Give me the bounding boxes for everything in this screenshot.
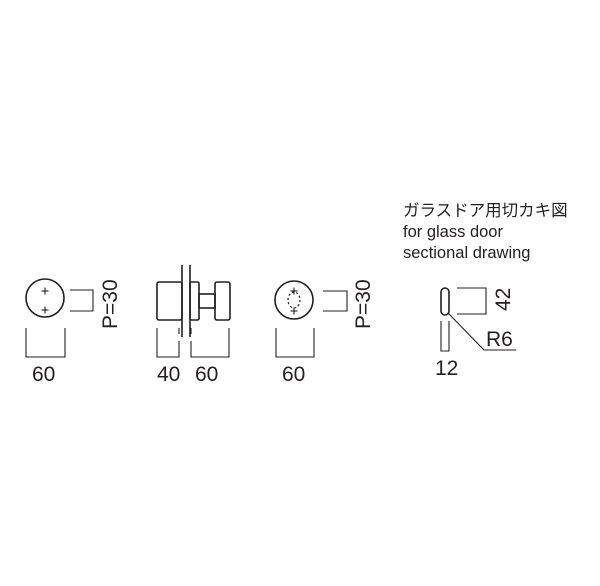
height-label: 42	[492, 288, 515, 311]
left-rosette	[156, 281, 183, 321]
pitch-dimension-line	[323, 290, 348, 312]
cutout-slot	[440, 287, 450, 316]
width-dimension-line	[25, 328, 66, 358]
pitch-label: P=30	[99, 279, 122, 329]
right-base-plate	[189, 281, 200, 321]
screw-icon	[41, 287, 49, 295]
cutout-title-en-line1: for glass door	[403, 223, 503, 241]
width-label: 60	[282, 363, 305, 386]
cutout-title-jp: ガラスドア用切カキ図	[403, 201, 568, 220]
cutout-title-en-line2: sectional drawing	[403, 244, 531, 262]
knob-stem	[198, 293, 216, 309]
width-label: 60	[32, 363, 55, 386]
width-dimension-line	[275, 328, 315, 358]
left-width-label: 40	[157, 363, 180, 386]
side-view: 40 60	[156, 265, 231, 386]
right-width-label: 60	[195, 363, 218, 386]
screw-icon	[290, 287, 298, 295]
width-label: 12	[435, 357, 458, 380]
front-view-1: P=30 60	[25, 278, 122, 386]
knob-head	[214, 281, 231, 321]
knob-face-circle	[25, 278, 65, 318]
cutout-drawing: ガラスドア用切カキ図 for glass door sectional draw…	[403, 201, 568, 380]
pitch-label: P=30	[352, 279, 375, 329]
screw-icon	[290, 307, 298, 315]
front-view-2: P=30 60	[274, 279, 375, 386]
pitch-dimension-line	[70, 289, 94, 312]
left-dimension-line	[156, 328, 180, 358]
width-dimension-line	[440, 321, 450, 352]
knob-face-circle	[274, 280, 314, 320]
radius-label: R6	[486, 328, 513, 351]
screw-icon	[41, 306, 49, 314]
height-dimension-line	[457, 287, 487, 315]
radius-leader-line	[447, 312, 516, 351]
right-dimension-line	[190, 328, 230, 358]
